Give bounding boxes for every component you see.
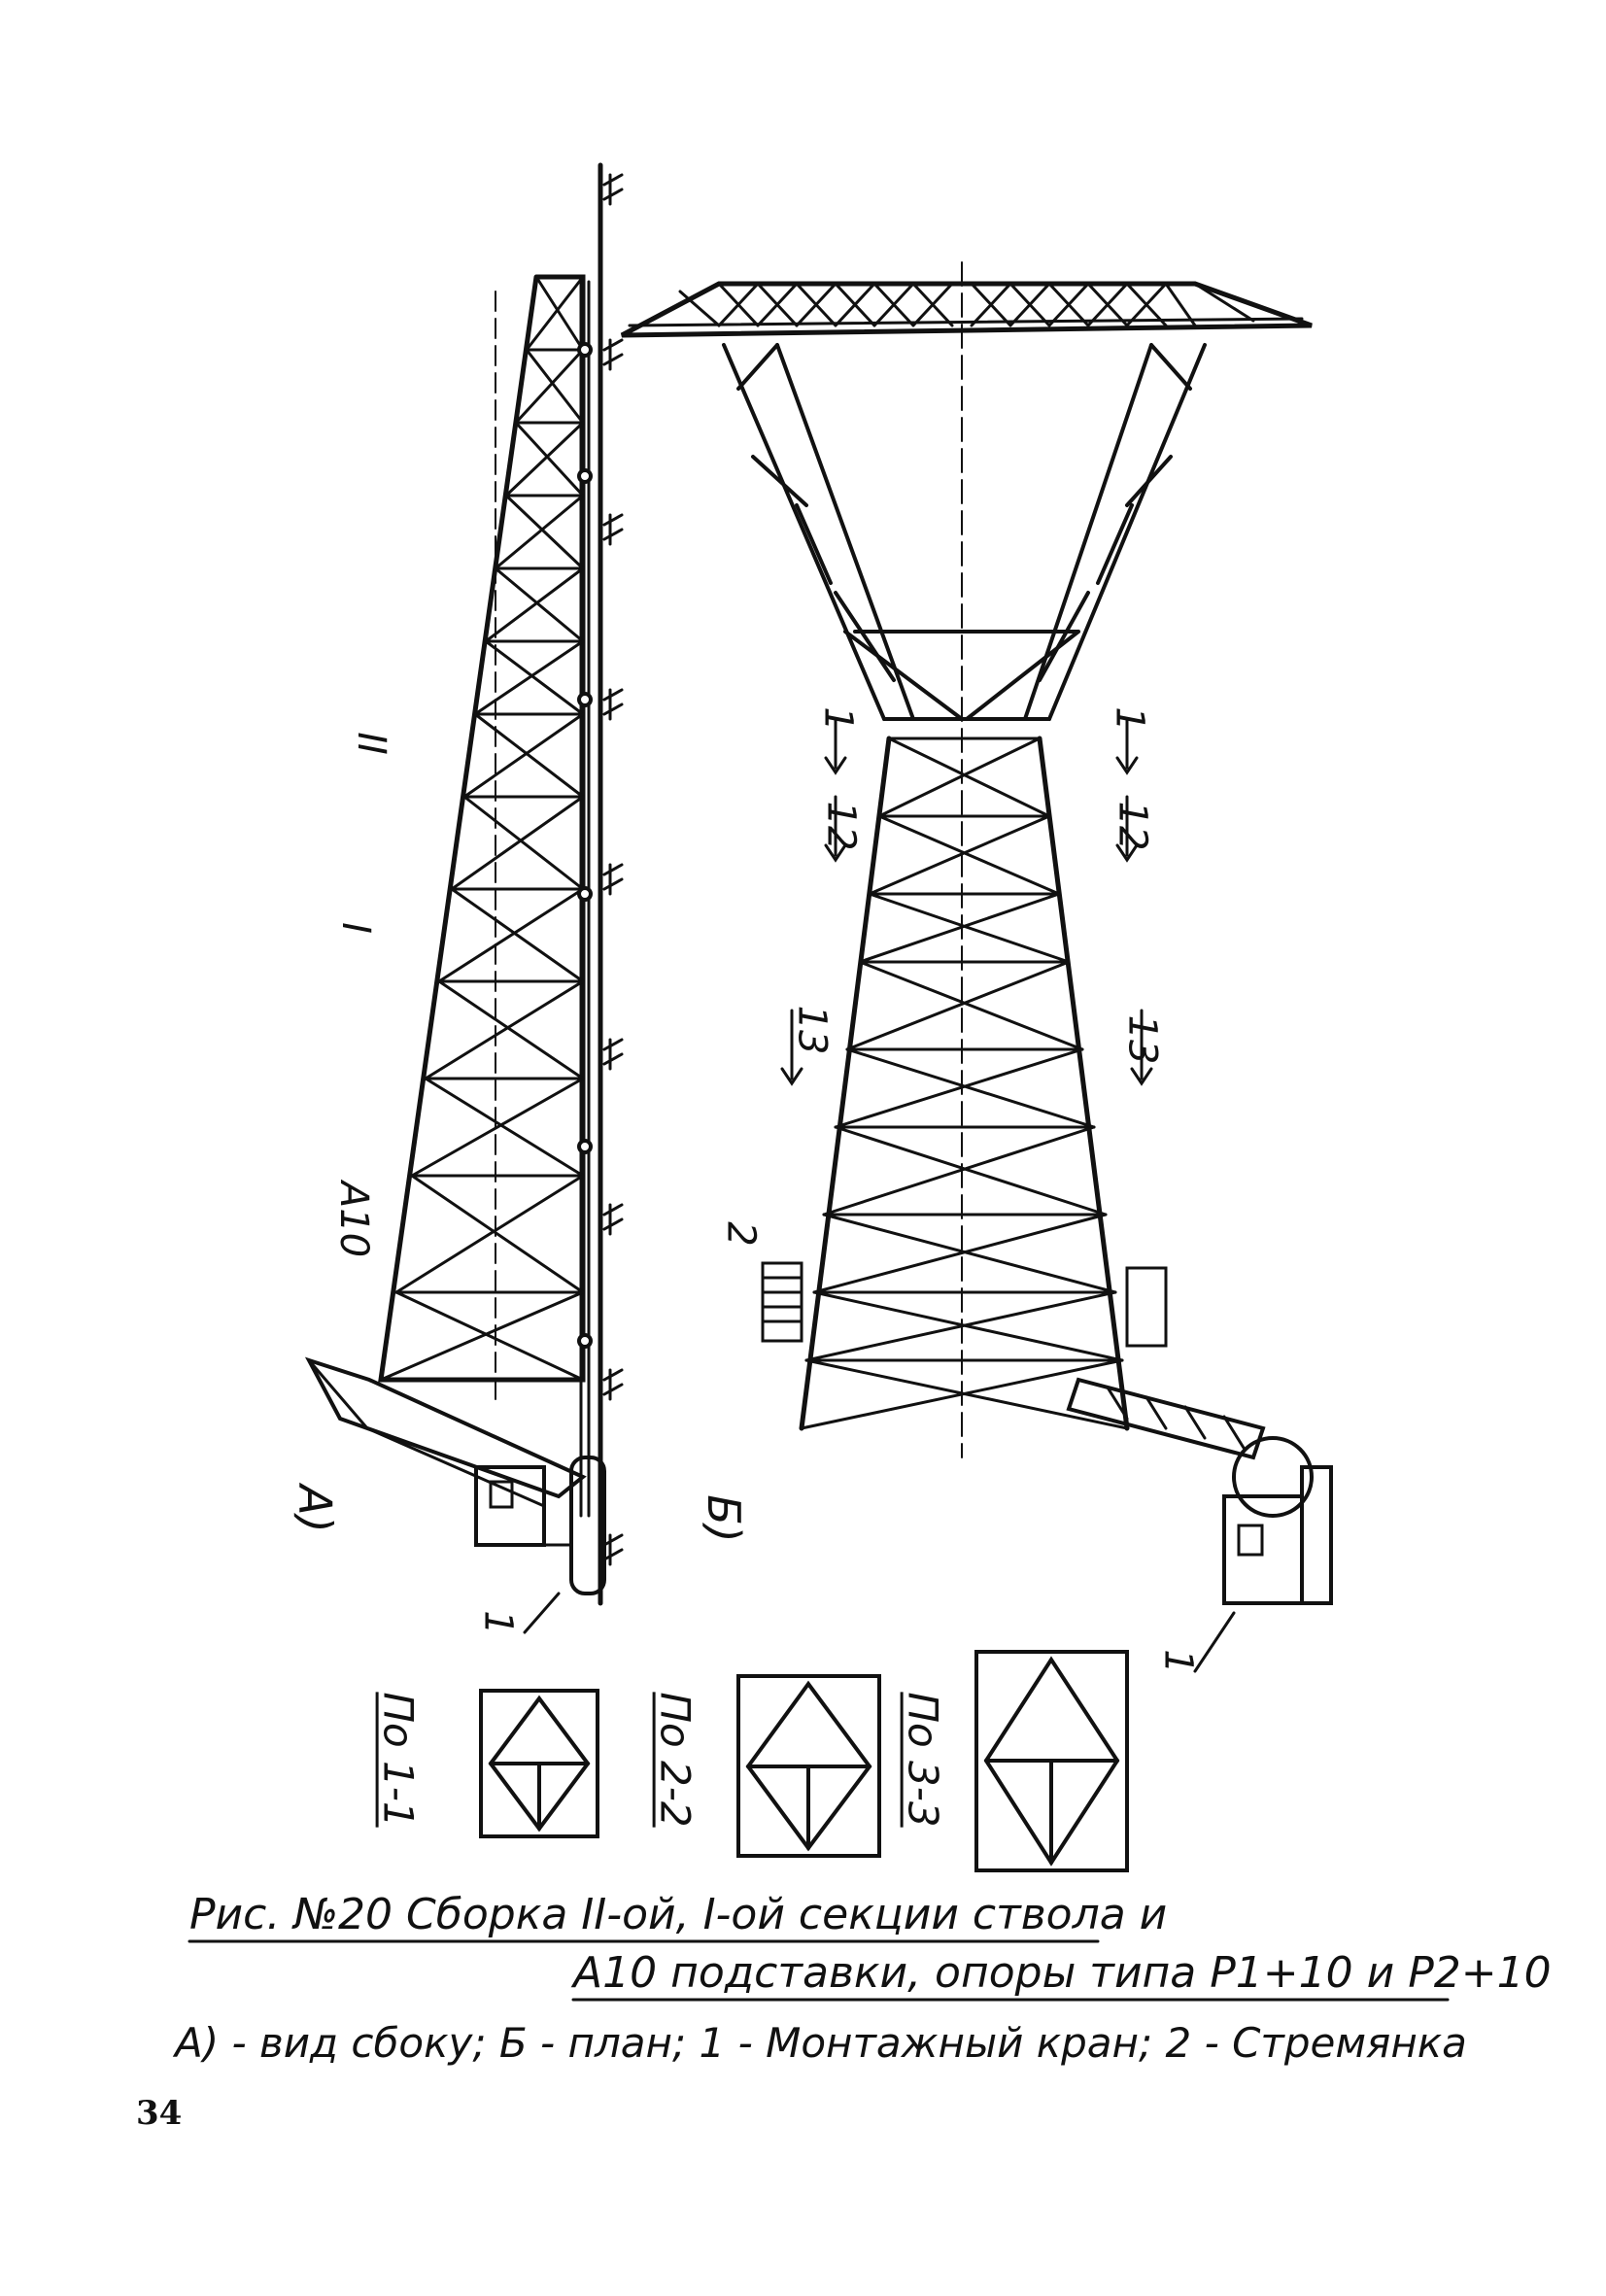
- cut-3-3-label: По 3-3: [899, 1692, 947, 1828]
- caption-line-2: А10 подставки, опоры типа Р1+10 и Р2+10: [573, 1948, 1552, 1998]
- a10-label: А10: [331, 1181, 377, 1258]
- plan-view-tower: [620, 261, 1333, 1673]
- section-3-label-left: 13: [789, 1005, 835, 1055]
- caption-underlines: [188, 1939, 1450, 2002]
- section-2-label-right: 12: [1110, 801, 1155, 851]
- page-number: 34: [136, 2094, 183, 2133]
- caption-line-1: Рис. №20 Сборка II-ой, I-ой секции ствол…: [189, 1890, 1168, 1939]
- side-view-tower: [304, 162, 624, 1634]
- crane-b-label: 1: [1155, 1649, 1201, 1674]
- view-b-label: Б): [697, 1494, 750, 1543]
- cut-2-2-label: По 2-2: [651, 1692, 700, 1828]
- section-ii-label: II: [348, 732, 393, 755]
- cross-sections: [479, 1650, 1129, 1872]
- section-2-label-left: 12: [818, 801, 864, 851]
- cut-1-1-label: По 1-1: [374, 1692, 423, 1828]
- view-a-label: А): [289, 1485, 342, 1533]
- section-1-label-right: 1: [1107, 706, 1152, 732]
- section-i-label: I: [332, 922, 378, 934]
- ladder-label: 2: [718, 1221, 764, 1247]
- caption-line-3: А) - вид сбоку; Б - план; 1 - Монтажный …: [175, 2019, 1467, 2067]
- crane-a-label: 1: [475, 1610, 521, 1635]
- section-3-label-right: 13: [1119, 1014, 1165, 1065]
- section-1-label-left: 1: [815, 706, 861, 732]
